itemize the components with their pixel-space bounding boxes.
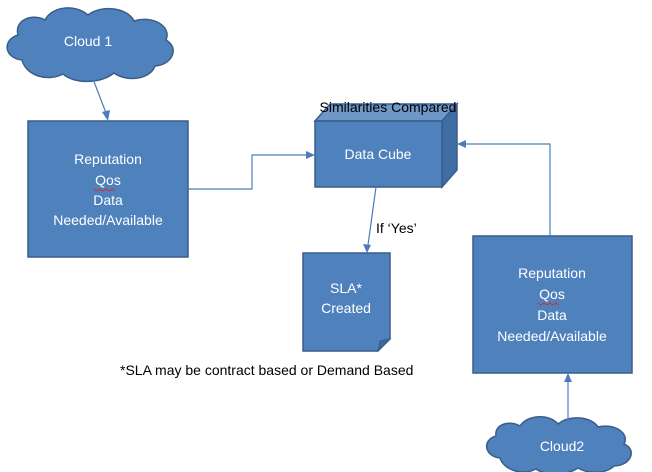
sla-line-2: Created <box>321 300 371 316</box>
right-box-qos-underline <box>537 302 560 306</box>
right-box-shape <box>472 235 633 374</box>
arrowhead-right-box <box>564 373 572 382</box>
right-box-line-1: Reputation <box>518 265 586 281</box>
arrowhead-cube-left <box>306 151 315 159</box>
arrowhead-cube-right <box>457 140 466 148</box>
data-cube-label: Data Cube <box>345 146 412 162</box>
data-cube-front-face <box>314 120 443 188</box>
data-cube: Data Cube <box>313 102 459 189</box>
left-box-shape <box>27 120 189 258</box>
left-box-line-3: Data <box>93 192 123 208</box>
cloud-1-shape <box>6 7 174 83</box>
sla-document: SLA* Created <box>302 252 392 353</box>
connector-right-box-to-cube <box>466 143 551 236</box>
cube-caption: Similarities Compared <box>320 99 457 115</box>
footnote-text: *SLA may be contract based or Demand Bas… <box>120 362 413 378</box>
right-reputation-box: Reputation Qos Data Needed/Available <box>472 235 633 374</box>
cloud-2: Cloud2 <box>486 416 632 472</box>
left-box-qos-underline <box>93 188 116 192</box>
arrowhead-sla <box>363 244 371 253</box>
left-box-line-2: Qos <box>95 172 121 188</box>
right-box-line-4: Needed/Available <box>497 328 607 344</box>
cloud-2-label: Cloud2 <box>540 438 585 454</box>
right-box-line-3: Data <box>537 307 567 323</box>
cloud-2-shape <box>486 416 632 472</box>
left-reputation-box: Reputation Qos Data Needed/Available <box>27 120 189 258</box>
connector-left-box-to-cube <box>188 154 306 190</box>
cloud-1-label: Cloud 1 <box>64 33 112 49</box>
decision-label: If ‘Yes’ <box>376 220 417 236</box>
connectors <box>92 78 572 422</box>
arrowhead-left-box <box>102 110 110 121</box>
sla-line-1: SLA* <box>330 280 362 296</box>
right-box-line-2: Qos <box>539 286 565 302</box>
connector-cube-to-sla <box>367 186 377 246</box>
left-box-line-4: Needed/Available <box>53 212 163 228</box>
connector-cloud1-to-left-box <box>92 78 107 114</box>
sla-document-fold <box>377 338 392 353</box>
cloud-1: Cloud 1 <box>6 7 174 83</box>
left-box-line-1: Reputation <box>74 151 142 167</box>
